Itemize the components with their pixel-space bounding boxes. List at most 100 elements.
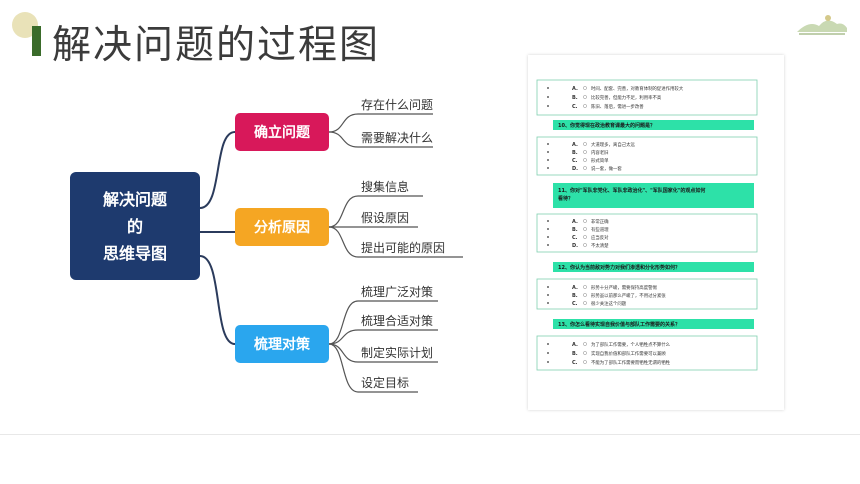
- radio-button[interactable]: [583, 95, 587, 99]
- option-text: 不太清楚: [591, 242, 609, 249]
- option-box: [536, 79, 758, 116]
- option-letter: D.: [572, 166, 578, 172]
- option-text: 形式简单: [591, 157, 609, 164]
- bullet-icon: [547, 352, 549, 354]
- branch-node-define: [235, 113, 329, 151]
- bullet-icon: [547, 343, 549, 345]
- option-letter: B.: [572, 293, 578, 299]
- bullet-icon: [547, 96, 549, 98]
- radio-button[interactable]: [583, 301, 587, 305]
- branch-node-strategy: [235, 325, 329, 363]
- bullet-icon: [547, 159, 549, 161]
- option-letter: C.: [572, 104, 578, 110]
- bullet-icon: [547, 143, 549, 145]
- option-text: 实现自我价值和部队工作需要可以兼顾: [591, 350, 666, 357]
- mind-map: 解决问题 的 思维导图 确立问题 分析原因 梳理对策 存在什么问题 需要解决什么…: [70, 98, 463, 393]
- radio-button[interactable]: [583, 243, 587, 247]
- bullet-icon: [547, 361, 549, 363]
- branch-node-analyze: [235, 208, 329, 246]
- option-box: [536, 213, 758, 253]
- question-title: 10、你觉得现在政治教育课最大的问题是？: [558, 122, 655, 129]
- branch-label-strategy: 梳理对策: [254, 336, 311, 353]
- radio-button[interactable]: [583, 235, 587, 239]
- option-letter: B.: [572, 227, 578, 233]
- question-header: [553, 319, 754, 329]
- option-letter: C.: [572, 235, 578, 241]
- page-title: 解决问题的过程图: [52, 23, 381, 68]
- radio-button[interactable]: [583, 293, 587, 297]
- radio-button[interactable]: [583, 360, 587, 364]
- option-text: 说一套，做一套: [591, 165, 622, 172]
- question-header: [553, 262, 754, 272]
- option-letter: C.: [572, 301, 578, 307]
- bullet-icon: [547, 151, 549, 153]
- bullet-icon: [547, 302, 549, 304]
- option-text: 不能为了部队工作需要而牺牲无谓的牺牲: [591, 359, 671, 366]
- footer-divider: [0, 434, 860, 435]
- radio-button[interactable]: [583, 219, 587, 223]
- option-letter: A.: [572, 142, 578, 148]
- bullet-icon: [547, 87, 549, 89]
- option-text: 大道理多，离自己太远: [591, 141, 636, 148]
- radio-button[interactable]: [583, 142, 587, 146]
- option-text: 时间、配套、完善，对教育体制的促进作用较大: [591, 85, 684, 92]
- mountain-decoration-icon: [797, 15, 847, 35]
- leaf-label: 提出可能的原因: [361, 240, 445, 255]
- option-text: 为了部队工作需要，个人牺牲点不算什么: [591, 341, 671, 348]
- option-text: 比较完善，但能力不足，利用率不高: [591, 94, 662, 101]
- center-label-line2: 的: [127, 217, 143, 236]
- branch-label-define: 确立问题: [254, 124, 311, 141]
- option-letter: A.: [572, 86, 578, 92]
- bullet-icon: [547, 244, 549, 246]
- radio-button[interactable]: [583, 86, 587, 90]
- bullet-icon: [547, 220, 549, 222]
- radio-button[interactable]: [583, 166, 587, 170]
- radio-button[interactable]: [583, 285, 587, 289]
- option-text: 有些道理: [591, 226, 609, 233]
- bullet-icon: [547, 228, 549, 230]
- leaf-label: 制定实际计划: [361, 345, 433, 360]
- question-title: 13、你怎么看待实现自我价值与部队工作需要的关系？: [558, 321, 680, 328]
- title-accent-bar: [32, 26, 41, 56]
- option-letter: A.: [572, 285, 578, 291]
- leaf-label: 需要解决什么: [361, 131, 433, 145]
- radio-button[interactable]: [583, 104, 587, 108]
- leaf-label: 梳理广泛对策: [361, 284, 433, 299]
- center-label-line1: 解决问题: [103, 190, 168, 209]
- question-header: [553, 120, 754, 130]
- bullet-icon: [547, 105, 549, 107]
- leaf-label: 搜集信息: [361, 179, 409, 194]
- option-text: 很少关注这个问题: [591, 300, 627, 307]
- question-title: 11、你对"军队非党化、军队非政治化"、"军队国家化"的观点如何看待？: [557, 187, 705, 202]
- bullet-icon: [547, 236, 549, 238]
- option-text: 陈旧、落后，需进一步改善: [591, 103, 644, 110]
- radio-button[interactable]: [583, 351, 587, 355]
- option-box: [536, 335, 758, 371]
- bullet-icon: [547, 286, 549, 288]
- bullet-icon: [547, 167, 549, 169]
- branch-label-analyze: 分析原因: [254, 219, 310, 236]
- question-header: [553, 183, 754, 208]
- option-box: [536, 136, 758, 176]
- leaf-label: 设定目标: [361, 375, 409, 390]
- option-letter: B.: [572, 150, 578, 156]
- leaf-label: 假设原因: [361, 211, 409, 225]
- option-letter: D.: [572, 243, 578, 249]
- option-letter: B.: [572, 95, 578, 101]
- option-letter: B.: [572, 351, 578, 357]
- radio-button[interactable]: [583, 158, 587, 162]
- option-box: [536, 278, 758, 310]
- radio-button[interactable]: [583, 227, 587, 231]
- option-letter: A.: [572, 219, 578, 225]
- radio-button[interactable]: [583, 342, 587, 346]
- question-title: 12、你认为当前敌对势力对我们渗透和分化形势如何？: [558, 264, 680, 271]
- option-letter: C.: [572, 158, 578, 164]
- option-text: 形势十分严峻，需要保持高度警惕: [591, 284, 657, 291]
- option-text: 非常正确: [591, 218, 609, 225]
- survey-canvas: A. 时间、配套、完善，对教育体制的促进作用较大 B. 比较完善，但能力不足，利…: [536, 79, 758, 371]
- bullet-icon: [547, 294, 549, 296]
- center-label-line3: 思维导图: [103, 244, 167, 263]
- radio-button[interactable]: [583, 150, 587, 154]
- option-letter: A.: [572, 342, 578, 348]
- leaf-label: 梳理合适对策: [361, 313, 433, 328]
